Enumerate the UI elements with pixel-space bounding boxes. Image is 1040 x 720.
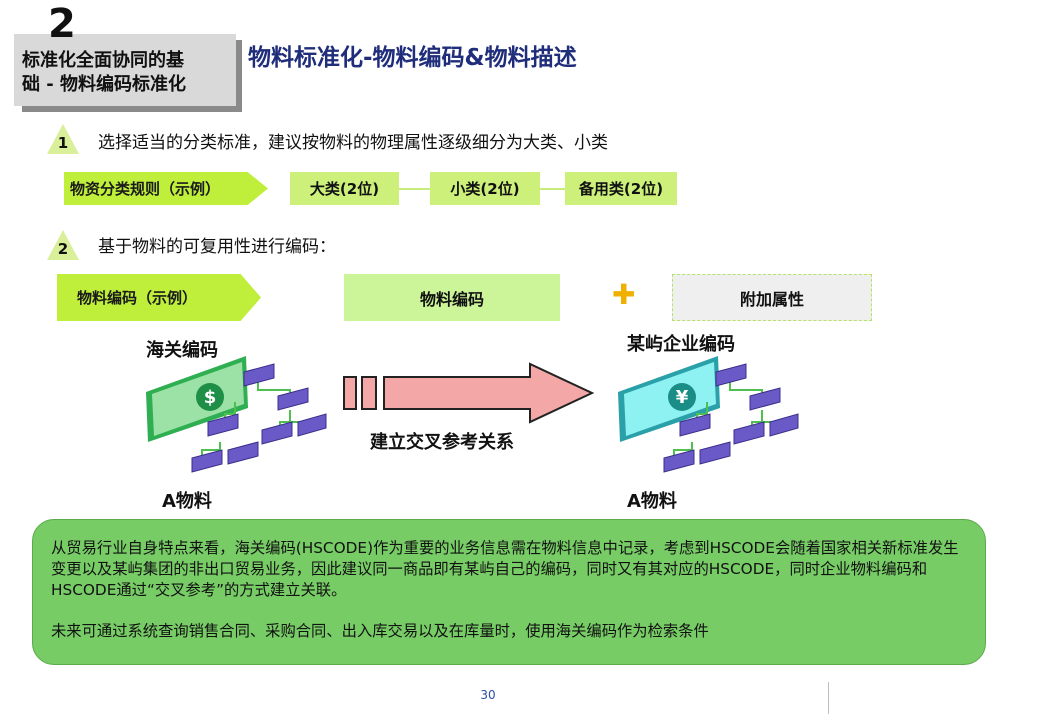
section-title: 标准化全面协同的基 础 - 物料编码标准化 (22, 49, 228, 97)
page-title: 物料标准化-物料编码&物料描述 (248, 38, 577, 72)
section-number: 2 (48, 2, 76, 46)
coding-example-text: 物料编码（示例） (77, 287, 197, 308)
step2-number: 2 (47, 240, 79, 258)
connector-line (540, 188, 565, 190)
cross-reference-arrow-icon (340, 362, 596, 424)
additional-attribute-box: 附加属性 (672, 274, 872, 321)
minor-category-text: 小类(2位) (450, 178, 519, 199)
page-number: 30 (470, 688, 506, 702)
right-material-label: A物料 (627, 487, 677, 513)
coding-example-label: 物料编码（示例） (57, 274, 261, 321)
classification-rule-text: 物资分类规则（示例） (70, 178, 220, 199)
dollar-symbol: $ (204, 387, 217, 408)
minor-category-box: 小类(2位) (430, 172, 540, 205)
step1-text: 选择适当的分类标准，建议按物料的物理属性逐级细分为大类、小类 (98, 128, 608, 153)
additional-attribute-text: 附加属性 (740, 286, 804, 310)
connector-line (399, 188, 430, 190)
major-category-text: 大类(2位) (310, 178, 379, 199)
material-code-text: 物料编码 (420, 286, 484, 310)
reserve-category-text: 备用类(2位) (579, 178, 663, 199)
step2-text: 基于物料的可复用性进行编码： (98, 232, 336, 257)
cross-reference-label: 建立交叉参考关系 (370, 428, 514, 454)
note-paragraph-2: 未来可通过系统查询销售合同、采购合同、出入库交易以及在库量时，使用海关编码作为检… (51, 621, 967, 642)
yen-symbol: ¥ (676, 387, 689, 408)
step1-number: 1 (47, 134, 79, 152)
customs-code-hierarchy-graphic: $ (140, 350, 340, 480)
note-paragraph-1: 从贸易行业自身特点来看，海关编码(HSCODE)作为重要的业务信息需在物料信息中… (51, 538, 967, 601)
classification-rule-label: 物资分类规则（示例） (64, 172, 268, 205)
plus-icon: ✚ (612, 280, 635, 310)
explanation-note-box: 从贸易行业自身特点来看，海关编码(HSCODE)作为重要的业务信息需在物料信息中… (32, 519, 986, 665)
reserve-category-box: 备用类(2位) (565, 172, 677, 205)
enterprise-code-hierarchy-graphic: ¥ (612, 350, 812, 480)
footer-divider (828, 682, 829, 714)
material-code-box: 物料编码 (344, 274, 560, 321)
major-category-box: 大类(2位) (290, 172, 399, 205)
left-material-label: A物料 (162, 487, 212, 513)
